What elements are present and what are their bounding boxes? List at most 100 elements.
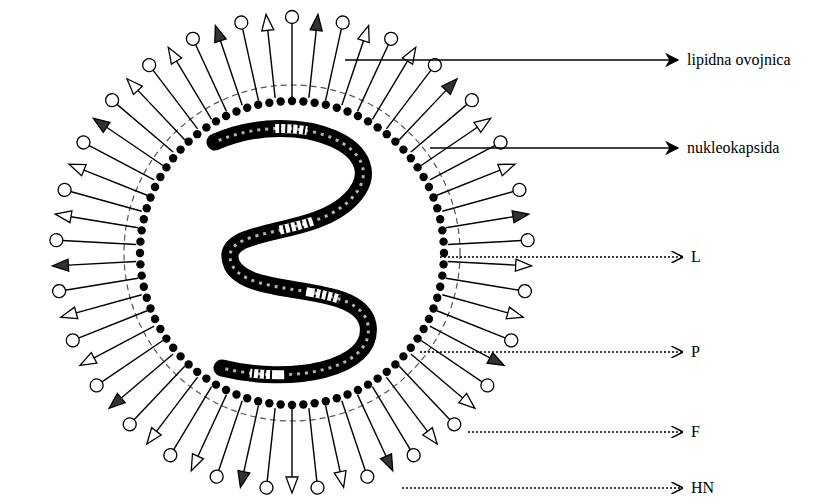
- spike-stem: [411, 104, 467, 152]
- spike-stem: [326, 405, 341, 471]
- spike-stem: [446, 278, 519, 290]
- matrix-bead: [254, 101, 262, 109]
- matrix-bead: [439, 237, 447, 245]
- part-label: HN: [690, 478, 715, 498]
- f-spike: [186, 392, 232, 473]
- spike-stem: [76, 295, 142, 313]
- spike-head: [57, 182, 73, 198]
- f-spike: [260, 14, 281, 99]
- matrix-bead: [438, 271, 446, 279]
- spike-stem: [89, 145, 154, 180]
- spike-head: [260, 14, 274, 31]
- spike-head: [88, 376, 106, 394]
- matrix-bead: [436, 283, 444, 291]
- matrix-bead: [354, 112, 362, 120]
- spike-stem: [121, 354, 173, 398]
- matrix-bead: [333, 394, 341, 402]
- spike-stem: [173, 387, 211, 450]
- spike-stem: [358, 395, 387, 457]
- spike-head: [75, 134, 93, 152]
- spike-head: [498, 159, 517, 176]
- matrix-bead: [137, 271, 145, 279]
- f-spike: [67, 159, 149, 201]
- matrix-bead: [136, 249, 144, 257]
- matrix-bead: [413, 163, 421, 171]
- matrix-bead: [399, 352, 407, 360]
- hn-spike: [64, 305, 149, 349]
- f-spike: [77, 321, 157, 371]
- spike-head: [402, 44, 421, 64]
- hn-spike: [161, 383, 217, 464]
- part-label: lipidna ovojnica: [686, 50, 792, 70]
- hn-spike: [427, 134, 510, 186]
- matrix-bead: [373, 123, 381, 131]
- matrix-bead: [354, 386, 362, 394]
- f-spike: [52, 255, 137, 272]
- spike-stem: [156, 377, 197, 431]
- hn-spike: [184, 30, 232, 114]
- hn-spike: [50, 233, 137, 251]
- spike-head: [121, 415, 139, 433]
- matrix-bead: [212, 380, 220, 388]
- spike-stem: [78, 311, 147, 338]
- spike-head: [161, 446, 179, 464]
- spike-stem: [195, 44, 226, 111]
- spike-stem: [62, 241, 136, 245]
- spike-head: [286, 477, 298, 493]
- spike-stem: [448, 241, 522, 245]
- spike-stem: [442, 295, 508, 313]
- spike-stem: [117, 104, 173, 152]
- matrix-bead: [146, 193, 154, 201]
- matrix-bead: [156, 173, 164, 181]
- hn-spike: [57, 182, 144, 218]
- spike-head: [381, 454, 399, 474]
- spike-stem: [448, 261, 516, 265]
- f-spike: [447, 255, 532, 272]
- f-spike: [235, 404, 265, 489]
- matrix-bead: [433, 204, 441, 212]
- spike-stem: [267, 408, 275, 482]
- nucleocapsid-hatch: [215, 128, 368, 374]
- f-spike: [54, 208, 139, 233]
- hn-spike: [445, 272, 532, 299]
- spike-head: [67, 159, 86, 176]
- leader-line: [440, 256, 682, 257]
- matrix-bead: [156, 325, 164, 333]
- leader-line: [468, 431, 682, 432]
- f-spike: [352, 392, 398, 473]
- matrix-bead: [343, 390, 351, 398]
- f-spike: [286, 409, 298, 493]
- matrix-bead: [202, 374, 210, 382]
- spike-stem: [342, 401, 366, 471]
- leader-line: [430, 147, 678, 149]
- part-label: L: [690, 247, 702, 267]
- spike-stem: [134, 366, 185, 420]
- spike-head: [517, 284, 532, 299]
- spike-stem: [291, 409, 292, 477]
- spike-stem: [326, 28, 342, 100]
- leader-line: [345, 59, 678, 61]
- matrix-bead: [146, 304, 154, 312]
- matrix-bead: [399, 145, 407, 153]
- spike-head: [142, 428, 161, 448]
- matrix-bead: [254, 397, 262, 405]
- f-spike: [418, 113, 494, 170]
- matrix-bead: [151, 183, 159, 191]
- spike-stem: [291, 23, 292, 97]
- spike-head: [90, 113, 110, 132]
- spike-stem: [399, 90, 446, 139]
- matrix-bead: [162, 334, 170, 342]
- spike-head: [184, 30, 201, 47]
- hn-spike: [367, 383, 423, 464]
- spike-head: [511, 182, 527, 198]
- spike-head: [103, 91, 121, 109]
- spike-stem: [309, 30, 316, 98]
- matrix-bead: [413, 334, 421, 342]
- spike-head: [334, 470, 349, 488]
- matrix-bead: [433, 294, 441, 302]
- matrix-bead: [383, 368, 391, 376]
- spike-head: [52, 259, 69, 272]
- spike-head: [210, 24, 226, 43]
- spike-stem: [442, 191, 513, 211]
